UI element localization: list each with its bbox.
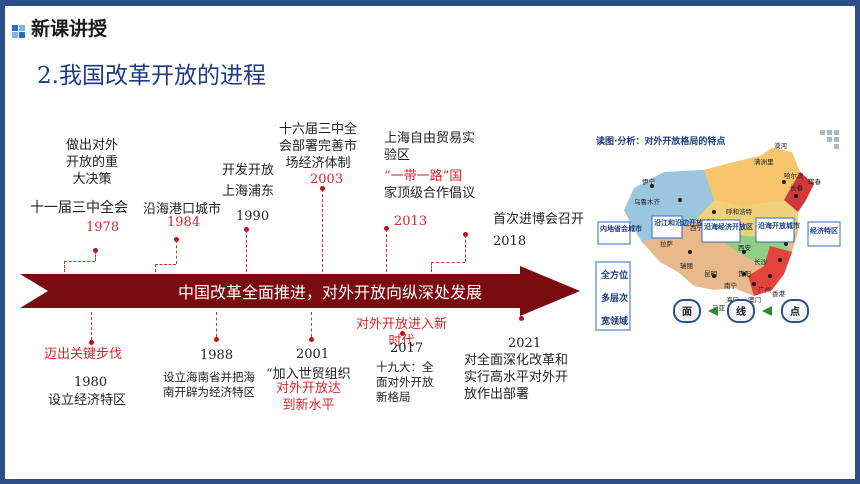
event-2003-year: 2003 <box>310 172 344 187</box>
event-1980-year: 1980 <box>74 375 108 390</box>
face-button-label: 面 <box>682 306 692 318</box>
event-2001-year: 2001 <box>296 347 330 362</box>
event-2001-connector <box>311 312 312 337</box>
event-1984-dot <box>174 237 179 242</box>
event-2003-connector <box>322 189 323 272</box>
region-coastal-city: 沿海开放城市 <box>758 221 800 230</box>
svg-text:香港: 香港 <box>772 289 786 298</box>
event-2013-connector <box>386 229 387 272</box>
event-1990-connector <box>246 230 247 272</box>
svg-text:广州: 广州 <box>758 285 771 294</box>
event-2013-year: 2013 <box>394 214 428 229</box>
event-1978-year: 1978 <box>86 220 120 235</box>
event-1984-year: 1984 <box>167 215 201 230</box>
event-2003-dot <box>320 186 325 191</box>
svg-text:西安: 西安 <box>738 243 752 252</box>
event-1990-year: 1990 <box>236 209 270 224</box>
event-1984-connector-v <box>155 264 156 272</box>
event-2017-red: 对外开放进入新 时代 <box>356 317 448 349</box>
timeline-arrow-text: 中国改革全面推进，对外开放向纵深处发展 <box>177 283 482 302</box>
event-1980-connector <box>91 312 92 340</box>
event-2018-connector-v <box>431 262 432 272</box>
event-1990-label: 开发开放 上海浦东 <box>222 163 275 199</box>
feature-wide-field: 宽领域 <box>600 315 628 327</box>
event-1978-connector-v <box>64 261 65 272</box>
svg-text:昆明: 昆明 <box>704 270 718 278</box>
event-2017-dot <box>400 331 405 336</box>
event-2021-dot <box>519 316 524 321</box>
event-1980-dot <box>89 340 94 345</box>
region-coastal-zone: 沿海经济开放区 <box>704 222 753 231</box>
feature-multi-level: 多层次 <box>601 292 628 304</box>
region-river-border: 沿江和沿边开放城市 <box>654 218 717 227</box>
event-1988-connector <box>216 312 217 337</box>
bottom-border <box>0 479 860 484</box>
region-inland: 内地省会城市 <box>600 224 642 233</box>
svg-text:贵阳: 贵阳 <box>738 269 751 278</box>
event-1984-connector <box>176 240 177 264</box>
svg-text:长沙: 长沙 <box>754 257 768 266</box>
event-2018-connector-h <box>431 262 465 263</box>
event-2001-dot <box>309 337 314 342</box>
event-2017-label: 十九大：全 面对外开放 新格局 <box>376 360 434 404</box>
event-2021-label: 对全面深化改革和 实行高水平对外开 放作出部署 <box>464 353 569 402</box>
event-1988-year: 1988 <box>200 348 234 363</box>
svg-text:呼和浩特: 呼和浩特 <box>726 207 753 216</box>
event-1984-label: 沿海港口城市 <box>143 202 222 217</box>
map-caption: 读图·分析：对外开放格局的特点 <box>596 135 725 147</box>
region-sez: 经济特区 <box>810 226 838 235</box>
event-1978-connector-h <box>64 261 95 262</box>
svg-text:哈尔滨: 哈尔滨 <box>784 171 804 180</box>
china-map-figure: 读图·分析：对外开放格局的特点 漠河 满洲里 哈尔滨 长春 珲春 伊宁 乌鲁木齐… <box>594 126 842 348</box>
event-2013-dot <box>384 226 389 231</box>
svg-text:伊宁: 伊宁 <box>642 177 656 186</box>
event-1978-connector <box>95 251 96 261</box>
event-2018-year: 2018 <box>493 234 527 249</box>
svg-text:海口: 海口 <box>726 295 739 304</box>
svg-text:乌鲁木齐: 乌鲁木齐 <box>634 197 661 206</box>
event-2021-year: 2021 <box>508 336 542 351</box>
event-2018-dot <box>463 232 468 237</box>
left-border <box>0 6 5 484</box>
svg-text:瑞丽: 瑞丽 <box>680 261 694 270</box>
section-title: 2.我国改革开放的进程 <box>37 63 266 89</box>
event-1980-red: 迈出关键步伐 <box>44 347 123 362</box>
event-2018-label: 首次进博会召开 <box>493 212 585 227</box>
svg-text:珲春: 珲春 <box>808 177 822 186</box>
event-2018-connector <box>465 235 466 262</box>
event-1988-dot <box>214 337 219 342</box>
event-1988-label: 设立海南省并把海 南开辟为经济特区 <box>163 370 255 399</box>
event-1990-dot <box>244 227 249 232</box>
top-border <box>0 0 860 6</box>
svg-text:澳门: 澳门 <box>748 295 761 304</box>
event-2013-label: 上海自由贸易实 验区 “一带一路”国 家顶级合作倡议 <box>384 131 476 201</box>
event-1978-decision: 做出对外 开放的重 大决策 <box>66 138 119 187</box>
right-border <box>855 6 860 484</box>
section-logo-icon <box>12 25 25 38</box>
svg-text:西宁: 西宁 <box>690 223 704 232</box>
opening-pattern-map: 读图·分析：对外开放格局的特点 漠河 满洲里 哈尔滨 长春 珲春 伊宁 乌鲁木齐… <box>594 126 842 348</box>
svg-text:拉萨: 拉萨 <box>660 239 674 248</box>
svg-text:漠河: 漠河 <box>774 141 788 150</box>
svg-text:满洲里: 满洲里 <box>754 157 774 166</box>
line-button-label: 线 <box>736 305 746 318</box>
svg-text:南宁: 南宁 <box>724 281 738 290</box>
event-1984-connector-h <box>155 264 176 265</box>
svg-text:长春: 长春 <box>790 183 804 192</box>
event-1978-label: 十一届三中全会 <box>30 200 128 216</box>
event-2003-label: 十六届三中全 会部署完善市 场经济体制 <box>279 122 358 171</box>
event-2017-year: 2017 <box>390 341 424 356</box>
event-2001-red: 对外开放达 到新水平 <box>276 381 342 413</box>
event-1978-dot <box>93 248 98 253</box>
point-button-label: 点 <box>790 305 800 318</box>
timeline-arrow <box>20 266 580 316</box>
header-title: 新课讲授 <box>31 18 108 40</box>
feature-all-round: 全方位 <box>600 269 628 281</box>
svg-text:三亚: 三亚 <box>712 304 726 312</box>
event-1980-label: 设立经济特区 <box>48 393 127 408</box>
event-2001-label: “加入世贸组织 <box>266 367 351 382</box>
